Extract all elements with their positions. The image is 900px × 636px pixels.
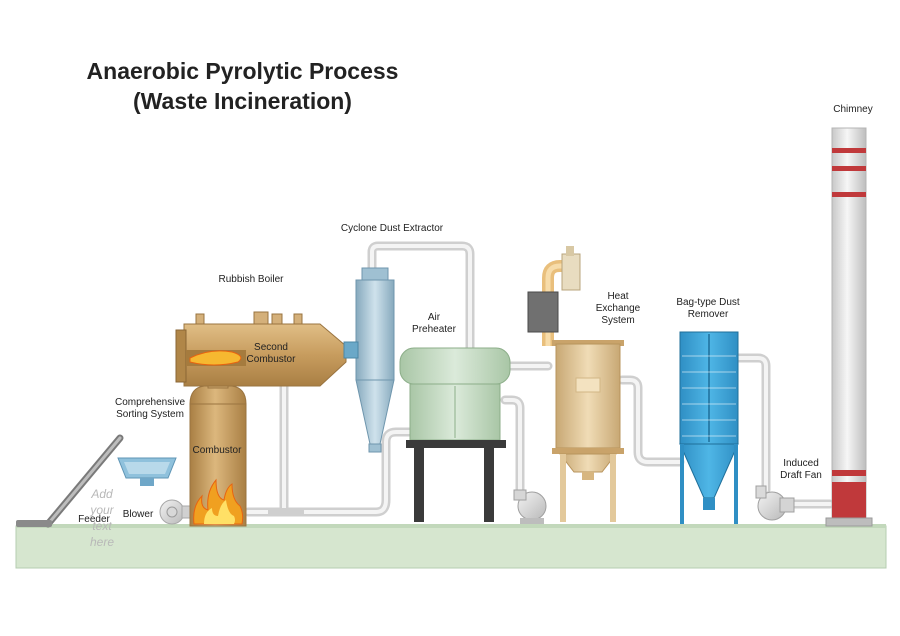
- label-second-combustor: Second Combustor: [246, 342, 296, 365]
- label-combustor: Combustor: [192, 445, 242, 456]
- preheater-pump: [513, 489, 547, 524]
- label-bag-type-dust-remover: Bag-type Dust Remover: [676, 297, 740, 320]
- label-rubbish-boiler: Rubbish Boiler: [218, 274, 284, 285]
- feeder-conveyor: [16, 434, 124, 528]
- label-comprehensive-sorting-system: Comprehensive Sorting System: [114, 397, 186, 420]
- title-line-2: (Waste Incineration): [133, 88, 352, 114]
- title-line-1: Anaerobic Pyrolytic Process: [86, 58, 399, 84]
- pipe-support: [268, 508, 304, 516]
- induced-draft-fan: [755, 485, 795, 521]
- label-blower: Blower: [122, 509, 154, 520]
- label-heat-exchange-system: Heat Exchange System: [595, 291, 641, 326]
- chimney: [825, 127, 873, 527]
- label-chimney: Chimney: [833, 104, 873, 115]
- label-air-preheater: Air Preheater: [412, 312, 456, 335]
- diagram-title: Anaerobic Pyrolytic Process (Waste Incin…: [40, 56, 445, 116]
- rubbish-boiler: [175, 311, 347, 387]
- blower-fan: [159, 499, 195, 525]
- sorting-system-hopper: [117, 457, 177, 486]
- placeholder-text[interactable]: Add your text here: [89, 487, 115, 549]
- ground-top-edge: [16, 524, 886, 528]
- label-feeder: Feeder: [78, 514, 110, 525]
- label-cyclone-dust-extractor: Cyclone Dust Extractor: [340, 223, 444, 234]
- air-preheater: [399, 347, 511, 522]
- heat-exchange-system: [527, 246, 624, 522]
- flame-icon: [193, 478, 244, 525]
- cyclone-dust-extractor: [343, 267, 395, 453]
- pipe-network: [243, 241, 835, 517]
- ground-slab: [15, 525, 887, 569]
- label-induced-draft-fan: Induced Draft Fan: [780, 458, 822, 481]
- bag-type-dust-remover: [679, 331, 739, 524]
- burner-flame-icon: [189, 350, 242, 366]
